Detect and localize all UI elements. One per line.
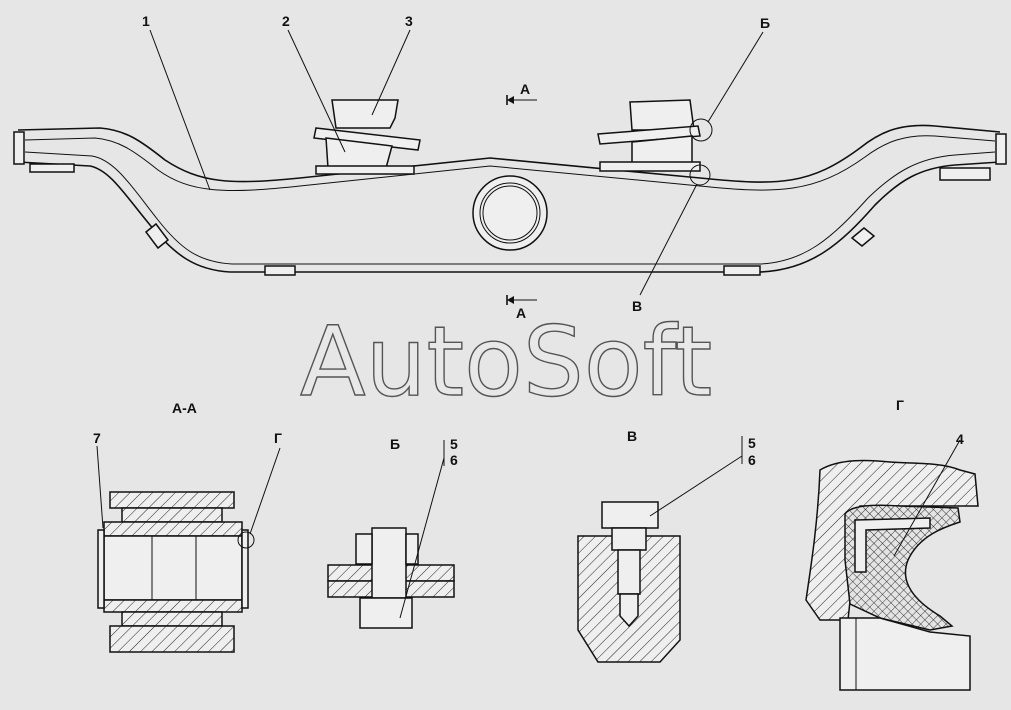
callout-5-b: 5 [450, 436, 458, 452]
beam-assembly [13, 124, 1007, 276]
callout-3: 3 [405, 13, 413, 29]
left-mount-top-block [331, 99, 399, 129]
aa-bottom-sleeve [103, 599, 243, 613]
view-title-detail-v: В [627, 428, 637, 444]
section-arrow-top [506, 95, 537, 105]
left-mount-plate [313, 127, 421, 151]
b-bolt-head [359, 597, 413, 629]
aa-bottom-inner [121, 611, 223, 627]
section-aa-view [96, 445, 281, 653]
callout-6-v: 6 [748, 452, 756, 468]
view-title-detail-g: Г [896, 397, 904, 413]
detail-b-view [327, 440, 455, 629]
aa-top-sleeve [103, 521, 243, 537]
v-bolt-tip [619, 593, 639, 628]
side-plate-left [144, 222, 170, 250]
aa-top-inner [121, 507, 223, 523]
watermark: AutoSoft [300, 306, 712, 418]
left-pad [29, 163, 75, 173]
central-bushing-outer [472, 175, 548, 251]
right-mount-plate [597, 125, 701, 145]
central-bushing-bore [482, 185, 538, 241]
detail-v-view [577, 436, 743, 663]
section-label-bottom: А [516, 305, 526, 321]
bottom-pad-left [264, 265, 296, 276]
v-bolt-shank [617, 549, 641, 595]
aa-left-seal [97, 529, 105, 609]
b-nut-left [355, 533, 373, 565]
leader-lines [149, 29, 764, 296]
side-plate-right [850, 227, 876, 247]
section-label-top: А [520, 81, 530, 97]
left-end-cap [13, 131, 25, 165]
aa-detail-g-circle [237, 531, 255, 549]
beam-inner-line [24, 135, 996, 265]
left-mount [313, 99, 421, 175]
aa-right-seal [241, 529, 249, 609]
v-washer [611, 527, 647, 551]
aa-detail-g-ref: Г [274, 430, 282, 446]
left-mount-base [315, 165, 415, 175]
callout-5-v: 5 [748, 435, 756, 451]
aa-top-outer [109, 491, 235, 509]
g-seal [844, 504, 961, 631]
right-mount-top-block [629, 99, 695, 131]
view-title-detail-b: Б [390, 436, 400, 452]
bottom-pad-right [723, 265, 761, 276]
detail-b-circle [689, 118, 713, 142]
aa-bottom-outer [109, 625, 235, 653]
detail-v-circle [689, 164, 711, 186]
b-bolt-shank [371, 527, 407, 599]
section-arrow-bottom [506, 295, 537, 305]
callout-7: 7 [93, 430, 101, 446]
detail-g-view [805, 439, 979, 691]
g-shaft [839, 617, 971, 691]
view-title-section-aa: А-А [172, 400, 197, 416]
central-bushing-inner [479, 182, 541, 244]
callout-4: 4 [956, 431, 964, 447]
b-nut-right [405, 533, 419, 565]
callout-1: 1 [142, 13, 150, 29]
v-bolt-head [601, 501, 659, 529]
callout-2: 2 [282, 13, 290, 29]
right-mount [597, 99, 701, 172]
right-end-cap [995, 133, 1007, 165]
marker-detail-v: В [632, 298, 642, 314]
marker-detail-b: Б [760, 15, 770, 31]
right-mount-base [599, 161, 701, 172]
right-pad [939, 167, 991, 181]
callout-6-b: 6 [450, 452, 458, 468]
g-seal-insert [854, 517, 931, 573]
aa-bore [103, 535, 243, 601]
